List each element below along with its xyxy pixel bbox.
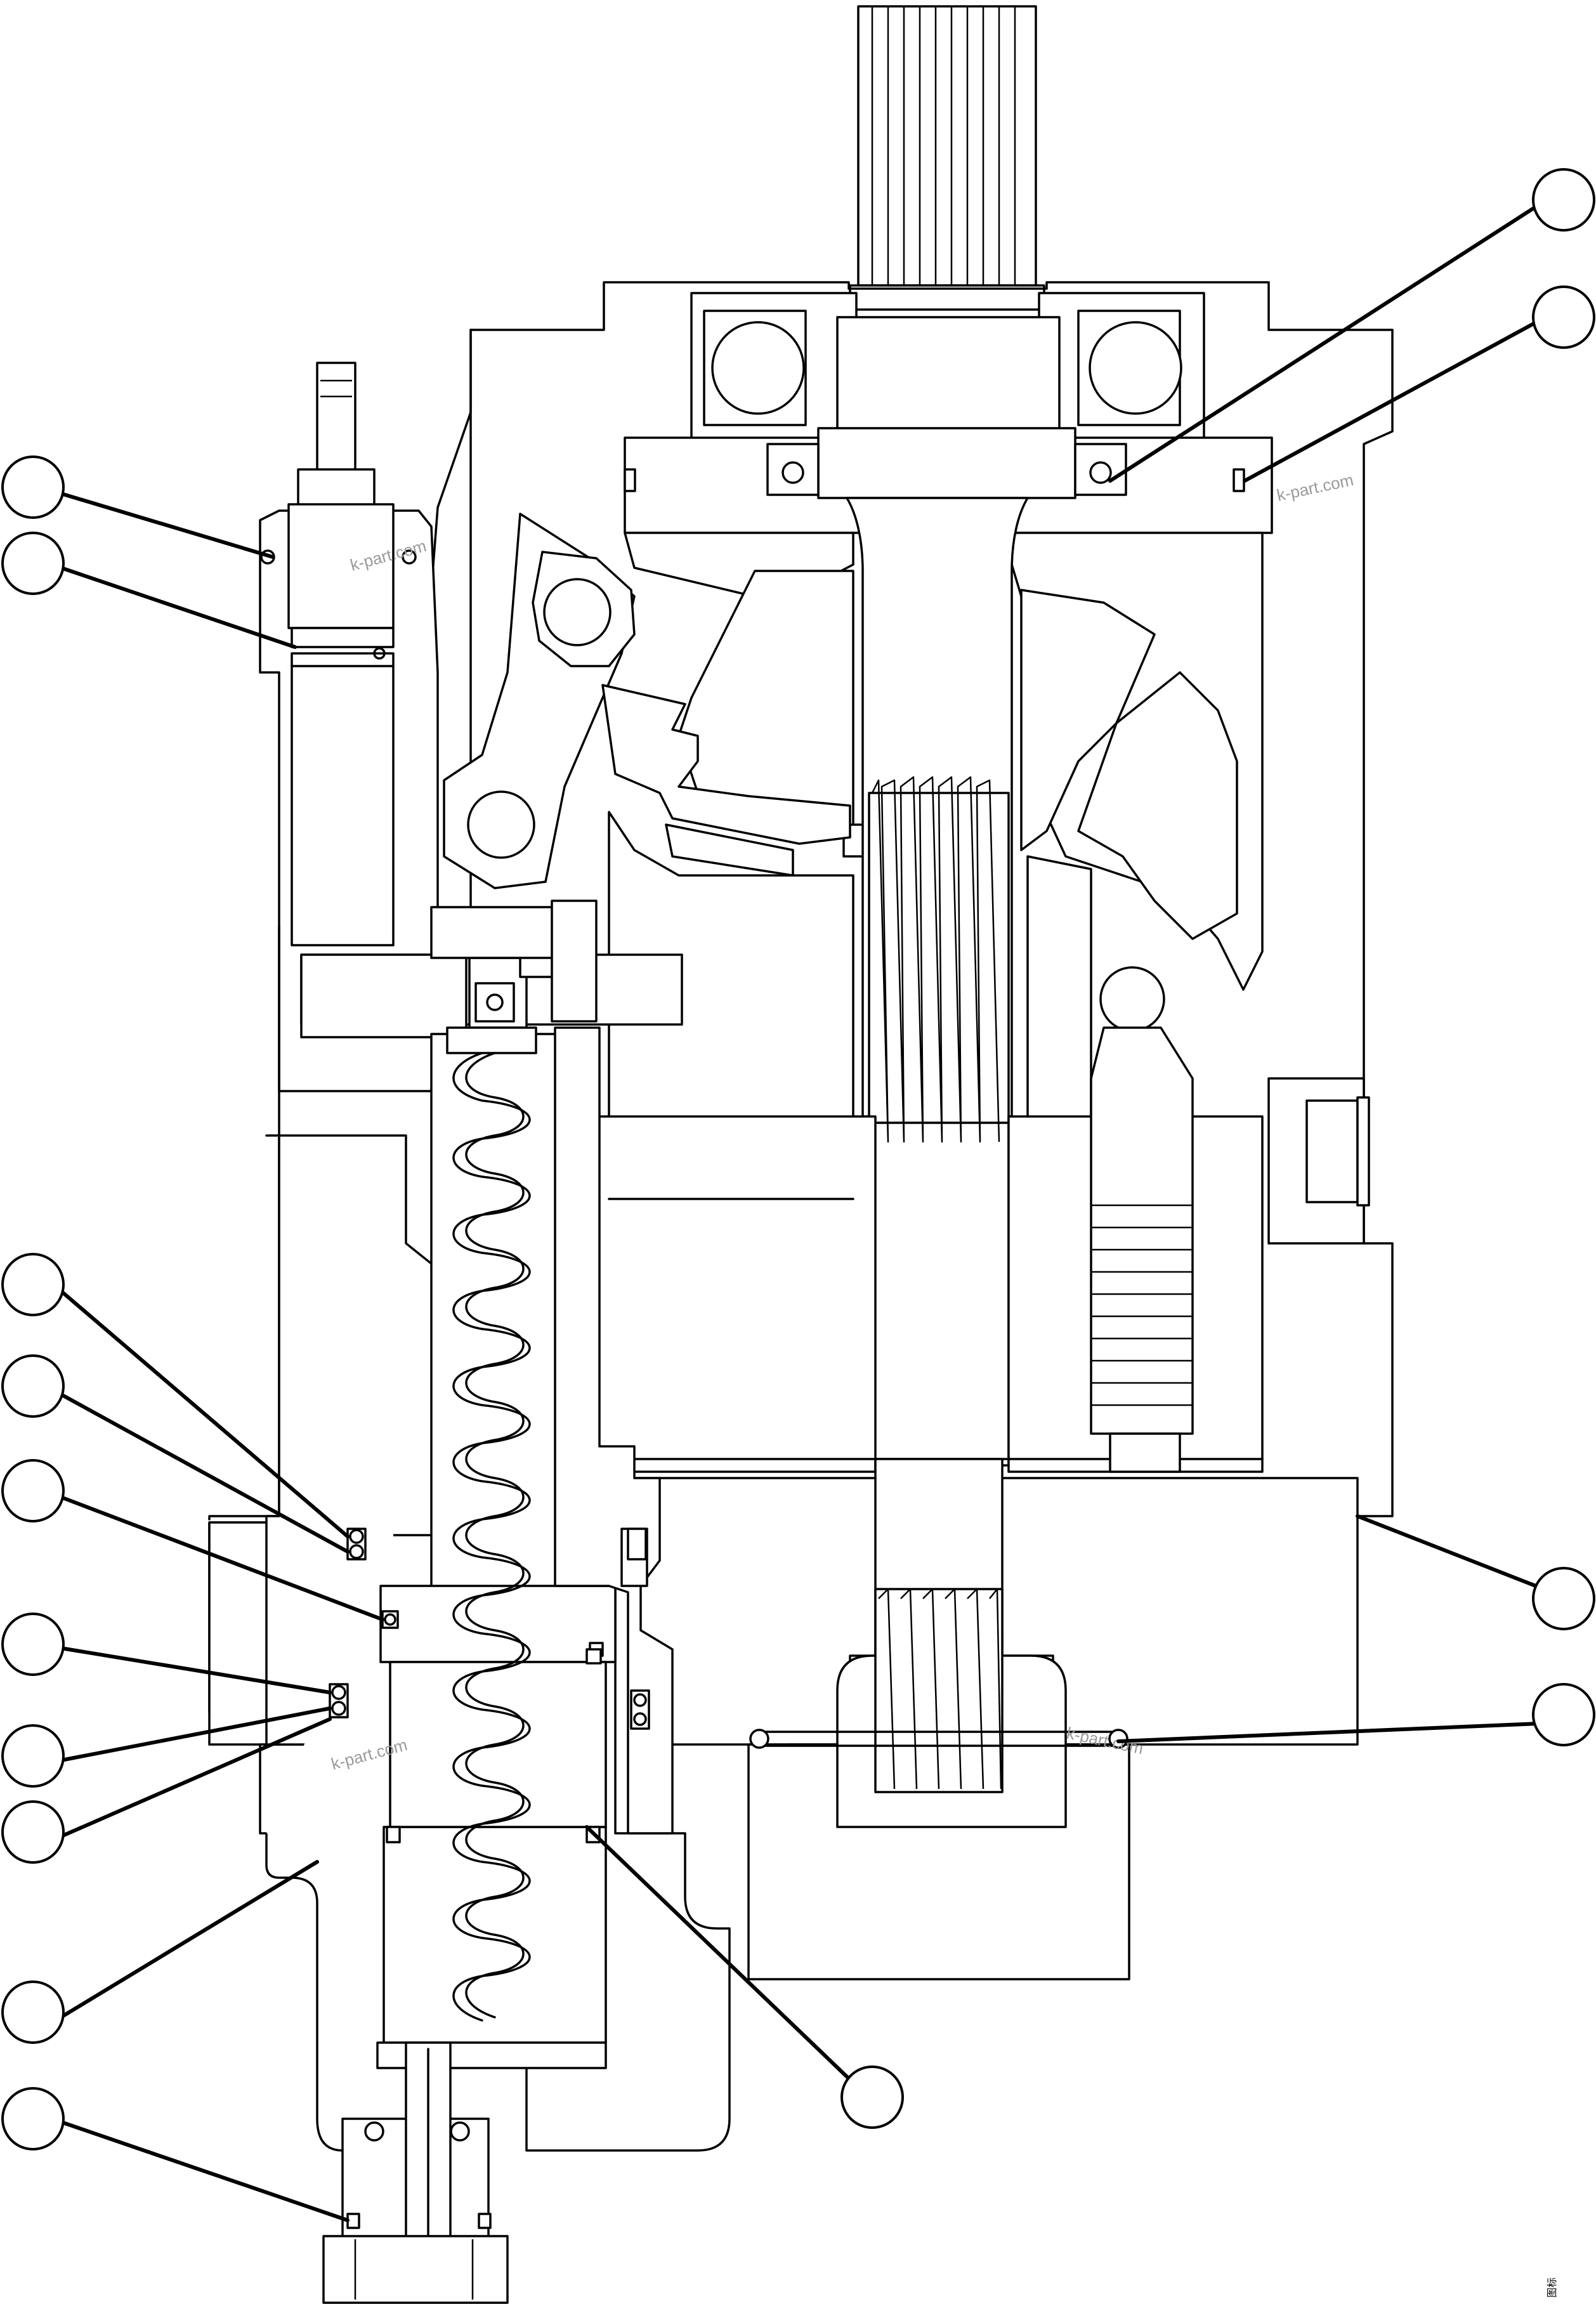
callout-bubble bbox=[1, 1253, 65, 1316]
callout-bubble bbox=[1, 532, 65, 595]
side-plug bbox=[1267, 1077, 1370, 1245]
callout-bubble bbox=[1532, 285, 1595, 349]
drive-shaft bbox=[846, 497, 1029, 1467]
shaft-spline-lower bbox=[874, 1588, 1004, 1793]
callout-bubble bbox=[1, 455, 65, 519]
piston-assembly bbox=[1090, 966, 1194, 1473]
shaft-spline-upper bbox=[871, 776, 1000, 1143]
callout-bubble bbox=[1, 1800, 65, 1864]
callout-bubble bbox=[1532, 1683, 1595, 1746]
regulator-upper-body bbox=[259, 362, 439, 1092]
corner-mark: 图标 bbox=[1547, 2277, 1558, 2298]
callout-bubble bbox=[1532, 168, 1595, 232]
yoke-swashplate-mechanism bbox=[624, 532, 1264, 991]
compression-spring bbox=[452, 1052, 531, 2022]
output-shaft bbox=[849, 5, 1045, 311]
callout-bubble bbox=[1, 2087, 65, 2150]
callout-leader-lines bbox=[59, 206, 1570, 2222]
tilt-link-arm bbox=[443, 513, 851, 889]
callout-bubble bbox=[1, 1980, 65, 2044]
callout-bubble bbox=[841, 2065, 904, 2129]
callout-bubble bbox=[1, 1613, 65, 1676]
callout-bubble bbox=[1, 1459, 65, 1522]
watermark-text: k-part.com bbox=[1275, 470, 1355, 505]
rear-cover-pin bbox=[749, 1729, 1128, 1749]
callout-bubble bbox=[1, 1724, 65, 1788]
callout-bubble bbox=[1, 1354, 65, 1418]
regulator-o-rings bbox=[329, 1528, 650, 1843]
regulator-bottom-plug bbox=[322, 2041, 509, 2304]
callout-bubbles bbox=[1, 168, 1595, 2150]
callout-bubble bbox=[1532, 1567, 1595, 1630]
